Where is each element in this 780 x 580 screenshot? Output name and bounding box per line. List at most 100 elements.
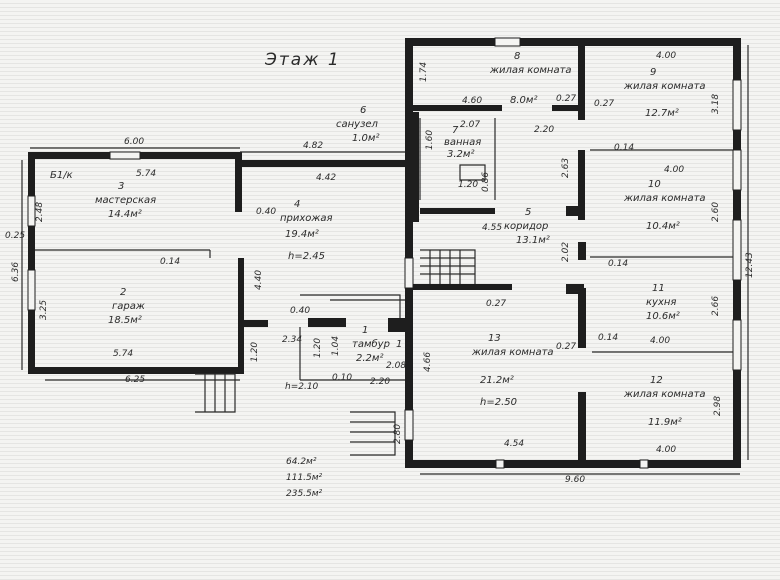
room-13-name: жилая комната — [472, 347, 554, 358]
room-1-area: 2.2м² — [356, 353, 384, 364]
dim-label: 1.20 — [313, 337, 323, 358]
total-area-1: 64.2м² — [286, 457, 317, 467]
dim-label: 1.04 — [331, 335, 341, 356]
dim-label: 4.00 — [650, 336, 671, 346]
dim-label: 2.02 — [561, 241, 571, 262]
floor-title: Этаж 1 — [265, 50, 341, 70]
room-4-area: 19.4м² — [285, 229, 319, 240]
room-4-number: 4 — [294, 199, 301, 210]
dim-label: 4.00 — [656, 51, 677, 61]
tambur-mark: 1 — [396, 339, 403, 350]
dim-label: 2.20 — [370, 377, 391, 387]
room-12-name: жилая комната — [624, 389, 706, 400]
dim-label: 2.34 — [282, 335, 303, 345]
b1k-mark: Б1/к — [50, 170, 73, 181]
dim-label: 4.66 — [423, 351, 433, 372]
dim-label: 0.27 — [486, 299, 507, 309]
dim-label: 1.60 — [425, 129, 435, 150]
dim-label: 6.25 — [125, 375, 146, 385]
dim-label: 0.27 — [594, 99, 615, 109]
dim-label: 4.54 — [504, 439, 525, 449]
room-13-height: h=2.50 — [480, 397, 517, 408]
dim-label: 6.00 — [124, 137, 145, 147]
dim-label: 2.63 — [561, 157, 571, 178]
room-7-area: 3.2м² — [447, 149, 475, 160]
room-7-name: ванная — [444, 137, 482, 148]
room-6-name: санузел — [336, 119, 378, 130]
room-10-number: 10 — [648, 179, 661, 190]
room-6-area: 1.0м² — [352, 133, 380, 144]
dim-label: 0.40 — [256, 207, 277, 217]
room-1-name: тамбур — [352, 339, 390, 350]
room-8-number: 8 — [514, 51, 521, 62]
dim-label: 5.74 — [136, 169, 157, 179]
dim-label: 3.25 — [39, 299, 49, 320]
room-10-name: жилая комната — [624, 193, 706, 204]
total-area-3: 235.5м² — [286, 489, 323, 499]
room-5-name: коридор — [504, 221, 549, 232]
dim-label: 12.43 — [745, 252, 755, 278]
dim-label: 3.18 — [711, 93, 721, 114]
dim-label: 0.27 — [556, 94, 577, 104]
room-11-name: кухня — [646, 297, 677, 308]
dim-label: 4.55 — [482, 223, 503, 233]
room-8-name: жилая комната — [490, 65, 572, 76]
dim-label: 0.40 — [290, 306, 311, 316]
total-area-2: 111.5м² — [286, 473, 323, 483]
dim-label: 2.66 — [711, 295, 721, 316]
room-9-name: жилая комната — [624, 81, 706, 92]
room-5-area: 13.1м² — [516, 235, 550, 246]
room-3-name: мастерская — [95, 195, 157, 206]
dim-label: 0.10 — [332, 373, 353, 383]
room-9-area: 12.7м² — [645, 108, 679, 119]
tambur-height: h=2.10 — [285, 382, 319, 392]
dim-label: 4.60 — [462, 96, 483, 106]
dim-label: 4.42 — [316, 173, 337, 183]
dim-label: 4.00 — [656, 445, 677, 455]
room-8-area: 8.0м² — [510, 95, 538, 106]
room-12-number: 12 — [650, 375, 663, 386]
room-7-number: 7 — [452, 125, 459, 136]
room-11-area: 10.6м² — [646, 311, 680, 322]
room-1-number: 1 — [362, 325, 369, 336]
room-5-number: 5 — [525, 207, 532, 218]
dim-label: 6.36 — [11, 261, 21, 282]
room-2-area: 18.5м² — [108, 315, 142, 326]
room-6-number: 6 — [360, 105, 367, 116]
dim-label: 0.14 — [160, 257, 181, 267]
room-9-number: 9 — [650, 67, 657, 78]
dim-label: 1.74 — [419, 61, 429, 82]
hall-height: h=2.45 — [288, 251, 325, 262]
dim-label: 4.00 — [664, 165, 685, 175]
room-3-area: 14.4м² — [108, 209, 142, 220]
dim-label: 2.07 — [460, 120, 481, 130]
dim-label: 5.74 — [113, 349, 134, 359]
room-3-number: 3 — [118, 181, 125, 192]
dim-label: 0.14 — [614, 143, 635, 153]
dim-label: 2.60 — [711, 201, 721, 222]
dim-label: 0.86 — [481, 171, 491, 192]
dim-label: 0.14 — [608, 259, 629, 269]
dim-label: 2.48 — [35, 201, 45, 222]
room-2-name: гараж — [112, 301, 145, 312]
room-11-number: 11 — [652, 283, 665, 294]
dim-label: 4.40 — [254, 269, 264, 290]
dim-label: 2.08 — [386, 361, 407, 371]
dim-label: 0.25 — [5, 231, 26, 241]
dim-label: 1.20 — [250, 341, 260, 362]
room-13-number: 13 — [488, 333, 501, 344]
dim-label: 4.82 — [303, 141, 324, 151]
room-12-area: 11.9м² — [648, 417, 682, 428]
room-10-area: 10.4м² — [646, 221, 680, 232]
dim-label: 2.80 — [393, 423, 403, 444]
dim-label: 0.27 — [556, 342, 577, 352]
room-13-area: 21.2м² — [480, 375, 514, 386]
dim-label: 0.14 — [598, 333, 619, 343]
room-2-number: 2 — [120, 287, 127, 298]
dim-label: 2.20 — [534, 125, 555, 135]
room-4-name: прихожая — [280, 213, 333, 224]
dim-label: 9.60 — [565, 475, 586, 485]
